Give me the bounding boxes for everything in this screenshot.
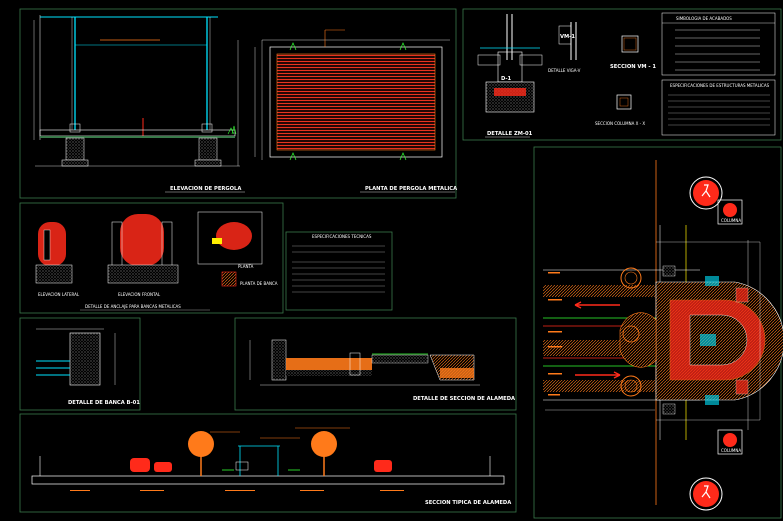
legend-title: SIMBOLOGIA DE ACABADOS — [676, 16, 732, 21]
section-vm1-title: SECCION VM - 1 — [610, 64, 656, 70]
alameda-detail: DETALLE DE SECCION DE ALAMEDA — [249, 339, 515, 402]
bench-detail: DETALLE DE BANCA B-01 — [36, 328, 140, 406]
frame-pergola — [19, 8, 457, 199]
alameda-detail-title: DETALLE DE SECCION DE ALAMEDA — [413, 396, 515, 402]
pergola-elevation: ELEVACION DE PERGOLA — [33, 15, 245, 193]
anchor-specs: ESPECIFICACIONES TECNICAS — [292, 234, 385, 293]
alameda-section-title: SECCION TIPICA DE ALAMEDA — [425, 500, 511, 506]
frame-anchor-details — [19, 202, 284, 314]
pergola-plan: PLANTA DE PERGOLA METALICA — [254, 29, 457, 193]
pergola-elevation-title: ELEVACION DE PERGOLA — [170, 186, 241, 192]
frame-details-top-right — [462, 8, 782, 141]
legend-panel: SIMBOLOGIA DE ACABADOS ESPECIFICACIONES … — [661, 12, 776, 136]
anchor-specs-title: ESPECIFICACIONES TECNICAS — [312, 234, 372, 239]
column-sign-bottom-label: COLUMNA — [721, 448, 741, 453]
plant-detail-title: PLANTA DE BANCA — [240, 281, 278, 286]
detail-vm-title: DETALLE VIGA-V — [548, 68, 581, 73]
plan-label: PLANTA — [238, 264, 254, 269]
column-sign-top — [717, 199, 743, 225]
anchor-details: ELEVACION LATERAL ELEVACION FRONTAL PLAN… — [35, 211, 278, 311]
lateral-elev-title: ELEVACION LATERAL — [38, 292, 80, 297]
specs-title: ESPECIFICACIONES DE ESTRUCTURAS METALICA… — [670, 83, 770, 88]
zm01-tag: D-1 — [501, 76, 512, 82]
frame-bench — [19, 317, 141, 411]
bench-anchor-title: DETALLE DE ANCLAJE PARA BANCAS METALICAS — [85, 304, 181, 309]
pedestrian-sign-top — [689, 176, 723, 210]
section-col-title: SECCION COLUMNA X - X — [595, 121, 645, 126]
svg-text:VM-1: VM-1 — [560, 34, 575, 40]
bench-detail-title: DETALLE DE BANCA B-01 — [68, 400, 140, 406]
section-vm1: VM-1 DETALLE VIGA-V SECCION VM - 1 SECCI… — [548, 22, 656, 126]
detail-zm01: D-1 DETALLE ZM-01 — [477, 14, 543, 138]
frame-alameda-section — [19, 413, 517, 513]
frame-alameda-detail — [234, 317, 517, 411]
frame-anchor-specs — [285, 231, 393, 311]
alameda-section: SECCION TIPICA DE ALAMEDA — [31, 427, 511, 506]
pedestrian-sign-bottom — [689, 477, 723, 511]
frontal-elev-title: ELEVACION FRONTAL — [118, 292, 161, 297]
column-sign-top-label: COLUMNA — [721, 218, 741, 223]
pergola-plan-title: PLANTA DE PERGOLA METALICA — [365, 186, 457, 192]
column-sign-bottom — [717, 429, 743, 455]
detail-zm01-title: DETALLE ZM-01 — [487, 131, 533, 137]
alameda-plan: COLUMNA COLUMNA — [543, 160, 783, 511]
